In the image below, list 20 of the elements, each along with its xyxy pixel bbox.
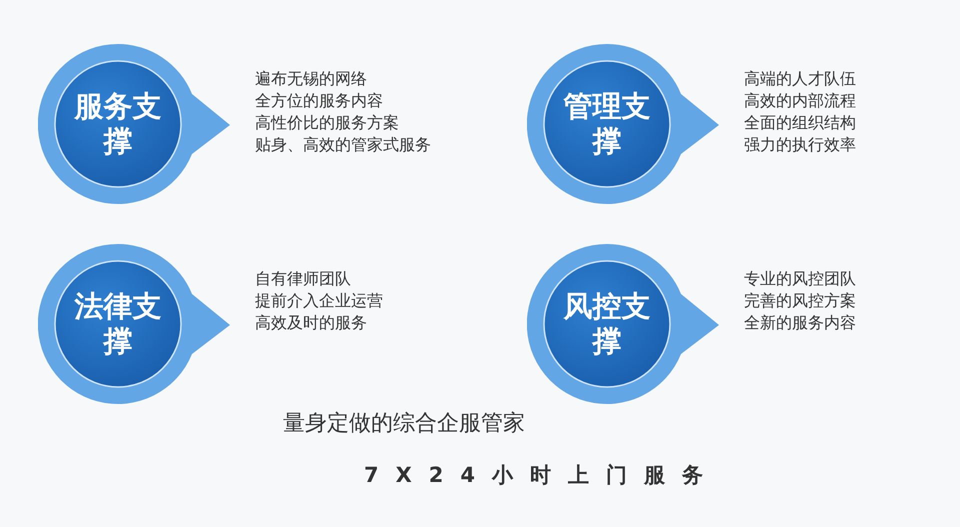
feature-text: 高端的人才队伍	[744, 68, 856, 90]
feature-text: 遍布无锡的网络	[255, 68, 368, 90]
circle-title: 法律支撑	[73, 289, 162, 359]
feature-text: 全新的服务内容	[744, 312, 856, 334]
feature-text: 全面的组织结构	[744, 112, 856, 134]
circle-title: 风控支撑	[562, 289, 652, 359]
circle-title: 服务支撑	[73, 89, 162, 159]
feature-text: 全方位的服务内容	[255, 90, 384, 112]
feature-text: 高效的内部流程	[744, 90, 856, 112]
circle-title: 管理支撑	[562, 89, 652, 159]
feature-text: 自有律师团队	[255, 268, 352, 290]
service-hours-text: 7X24小时上门服务	[364, 462, 720, 489]
feature-text: 高效及时的服务	[255, 312, 368, 334]
feature-text: 专业的风控团队	[744, 268, 856, 290]
feature-text: 强力的执行效率	[744, 134, 856, 156]
feature-text: 贴身、高效的管家式服务	[255, 134, 431, 156]
feature-text: 高性价比的服务方案	[255, 112, 400, 134]
feature-text: 完善的风控方案	[744, 290, 856, 312]
feature-text: 提前介入企业运营	[255, 290, 383, 312]
slogan-text: 量身定做的综合企服管家	[283, 410, 525, 438]
